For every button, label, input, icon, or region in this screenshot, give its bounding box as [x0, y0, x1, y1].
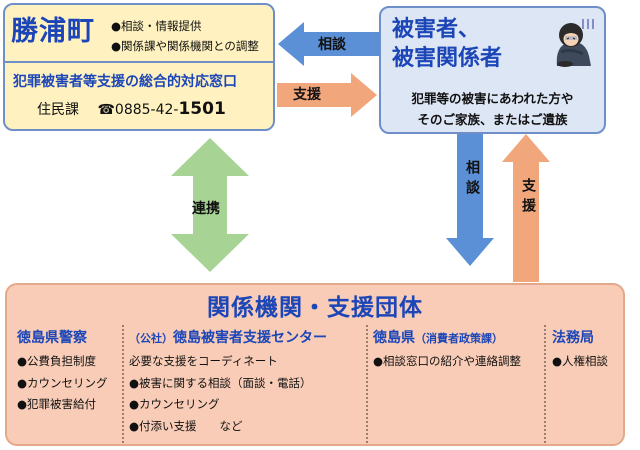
- town-roles: ●相談・情報提供 ●関係課や関係機関との調整: [111, 16, 259, 56]
- organizations-title: 関係機関・支援団体: [207, 295, 423, 321]
- victims-title-line: 被害者、: [392, 17, 481, 42]
- department-name: 住民課: [37, 102, 79, 118]
- victims-desc-line: そのご家族、またはご遺族: [417, 112, 568, 127]
- list-item: ●カウンセリング: [129, 397, 220, 411]
- support-center-column: （公社）徳島被害者支援センター 必要な支援をコーディネート ●被害に関する相談（…: [129, 327, 327, 437]
- distressed-person-icon: [556, 19, 594, 67]
- legal-bureau-services: ●人権相談: [552, 351, 608, 373]
- town-role-item: ●関係課や関係機関との調整: [111, 39, 259, 53]
- list-item: ●人権相談: [552, 354, 609, 368]
- arrow-label-support-right: 支援: [293, 87, 321, 103]
- victims-title: 被害者、 被害関係者: [392, 15, 502, 73]
- list-item: ●犯罪被害給付: [17, 397, 97, 411]
- phone-number-last: 1501: [178, 99, 226, 119]
- support-center-name: （公社）徳島被害者支援センター: [129, 327, 327, 347]
- police-column: 徳島県警察 ●公費負担制度 ●カウンセリング ●犯罪被害給付: [17, 327, 108, 416]
- cooperation-arrow: [171, 138, 249, 272]
- prefecture-division: （消費者政策課）: [415, 332, 503, 345]
- phone-icon: ☎: [97, 102, 115, 118]
- phone-number-prefix: 0885-42-: [114, 102, 179, 118]
- victims-desc-line: 犯罪等の被害にあわれた方や: [411, 91, 574, 106]
- arrow-label-cooperation: 連携: [192, 201, 220, 217]
- column-divider: [544, 325, 546, 443]
- consult-arrow-down: [446, 134, 494, 266]
- town-role-item: ●相談・情報提供: [111, 19, 202, 33]
- support-arrow-right: [277, 73, 377, 117]
- prefecture-column: 徳島県（消費者政策課） ●相談窓口の紹介や連絡調整: [373, 327, 521, 373]
- victims-box: 被害者、 被害関係者 犯罪等の被害にあわれた方や そのご家族、またはご遺族: [379, 6, 606, 134]
- list-item: ●カウンセリング: [17, 375, 108, 390]
- arrow-label-consult-down: 相談: [464, 160, 480, 200]
- police-name: 徳島県警察: [17, 330, 87, 346]
- arrow-label-consult-left: 相談: [318, 37, 346, 53]
- support-center-prefix: （公社）: [129, 332, 173, 345]
- arrow-label-support-up: 支援: [520, 178, 536, 218]
- prefecture-services: ●相談窓口の紹介や連絡調整: [373, 351, 521, 373]
- list-item: ●相談窓口の紹介や連絡調整: [373, 354, 522, 368]
- town-contact: 住民課 ☎0885-42-1501: [37, 99, 226, 119]
- prefecture-title: 徳島県: [373, 330, 415, 346]
- column-divider: [366, 325, 368, 443]
- list-item: ●公費負担制度: [17, 354, 97, 368]
- town-divider: [5, 61, 273, 63]
- list-item: ●付添い支援 など: [129, 418, 243, 433]
- legal-bureau-name: 法務局: [552, 330, 594, 346]
- support-center-title: 徳島被害者支援センター: [173, 330, 327, 346]
- column-divider: [122, 325, 124, 443]
- support-center-services: ●被害に関する相談（面談・電話） ●カウンセリング ●付添い支援 など: [129, 373, 327, 438]
- legal-bureau-column: 法務局 ●人権相談: [552, 327, 608, 373]
- consult-arrow-left: [278, 22, 380, 66]
- prefecture-name: 徳島県（消費者政策課）: [373, 327, 521, 347]
- victims-description: 犯罪等の被害にあわれた方や そのご家族、またはご遺族: [381, 88, 604, 130]
- list-item: ●被害に関する相談（面談・電話）: [129, 375, 312, 390]
- organizations-box: 関係機関・支援団体 徳島県警察 ●公費負担制度 ●カウンセリング ●犯罪被害給付…: [5, 283, 625, 446]
- town-name: 勝浦町: [11, 16, 95, 47]
- katsuura-town-box: 勝浦町 ●相談・情報提供 ●関係課や関係機関との調整 犯罪被害者等支援の総合的対…: [3, 3, 275, 131]
- support-center-intro: 必要な支援をコーディネート: [129, 354, 278, 368]
- support-arrow-up: [502, 134, 550, 282]
- support-window-title: 犯罪被害者等支援の総合的対応窓口: [13, 74, 237, 90]
- victims-title-line: 被害関係者: [392, 46, 503, 71]
- police-services: ●公費負担制度 ●カウンセリング ●犯罪被害給付: [17, 351, 108, 416]
